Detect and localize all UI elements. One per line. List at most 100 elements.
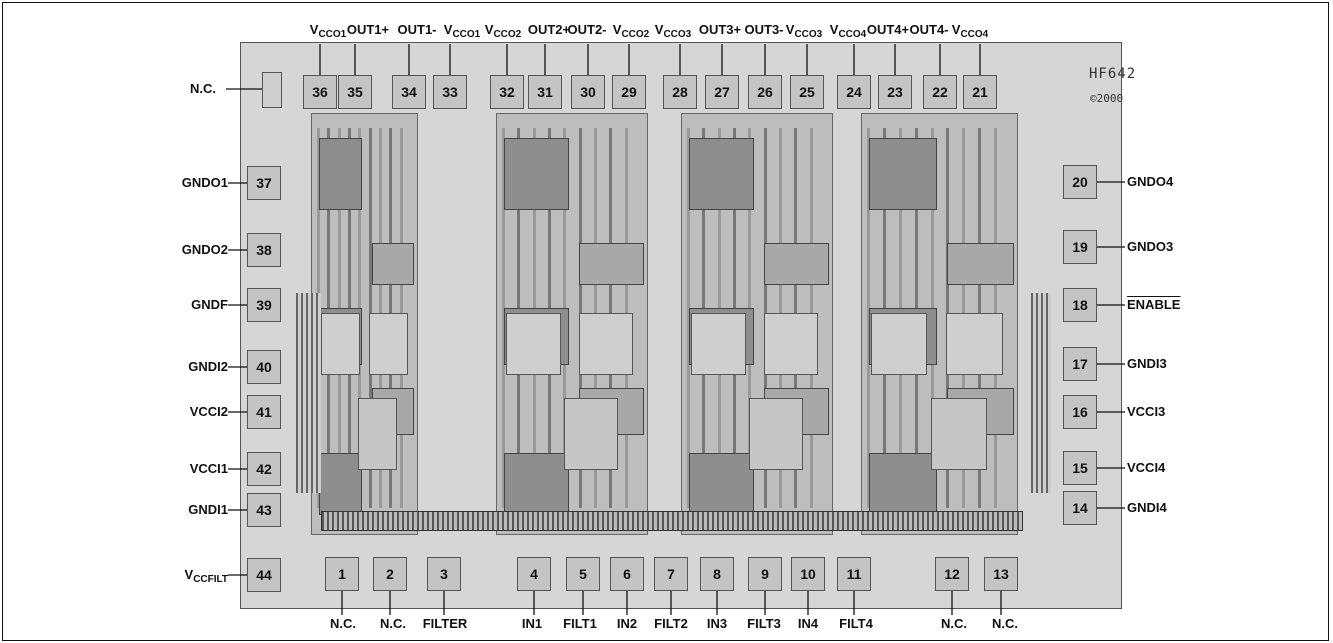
metal-trace: [867, 128, 870, 508]
pin-label-23: OUT4+: [866, 22, 910, 37]
transistor-block: [319, 453, 362, 515]
right-pad-15: 15: [1063, 451, 1097, 485]
pin-label-22: OUT4-: [909, 22, 949, 37]
top-pad-24: 24: [837, 75, 871, 109]
copyright-icon: ©: [1090, 92, 1097, 105]
pin-label-42: VCCI1: [189, 461, 228, 476]
top-pad-33: 33: [433, 75, 467, 109]
bottom-pad-4: 4: [517, 557, 551, 591]
top-pad-30: 30: [571, 75, 605, 109]
bottom-pad-11: 11: [837, 557, 871, 591]
pin-label-25: VCCO3: [785, 22, 823, 40]
left-pad-44: 44: [247, 558, 281, 592]
top-pad-26: 26: [748, 75, 782, 109]
pin-label-15: VCCI4: [1127, 460, 1166, 475]
pin-label-36: VCCO1: [309, 22, 347, 40]
transistor-block: [869, 453, 937, 515]
bottom-pad-8: 8: [700, 557, 734, 591]
top-pad-28: 28: [663, 75, 697, 109]
pin-label-41: VCCI2: [189, 404, 228, 419]
pin-label-33: VCCO1: [443, 22, 481, 40]
nc-pad-top: [262, 72, 282, 108]
pin-label-6: IN2: [616, 616, 638, 631]
bottom-pad-12: 12: [935, 557, 969, 591]
die-year: 2000: [1096, 92, 1124, 105]
capacitor-block: [321, 313, 360, 375]
pin-label-32: VCCO2: [484, 22, 522, 40]
top-pad-27: 27: [705, 75, 739, 109]
bottom-pad-3: 3: [427, 557, 461, 591]
capacitor-block: [368, 313, 408, 375]
pin-label-18: ENABLE: [1127, 297, 1181, 312]
transistor-block: [689, 138, 754, 210]
transistor-block: [946, 243, 1014, 285]
pin-label-28: VCCO3: [654, 22, 692, 40]
guard-ring: [296, 293, 321, 493]
bottom-pad-10: 10: [791, 557, 825, 591]
pin-label-2: N.C.: [380, 616, 406, 631]
transistor-block: [869, 138, 937, 210]
pin-label-38: GNDO2: [181, 242, 228, 257]
right-pad-14: 14: [1063, 491, 1097, 525]
bottom-pad-6: 6: [610, 557, 644, 591]
pin-label-31: OUT2+: [527, 22, 571, 37]
right-pad-18: 18: [1063, 288, 1097, 322]
bottom-pad-7: 7: [654, 557, 688, 591]
top-pad-21: 21: [963, 75, 997, 109]
pin-label-44: VCCFILT: [184, 567, 228, 585]
capacitor-block: [930, 398, 987, 470]
left-pad-39: 39: [247, 288, 281, 322]
left-pad-41: 41: [247, 395, 281, 429]
bottom-pad-5: 5: [566, 557, 600, 591]
capacitor-block: [506, 313, 561, 375]
pin-label-24: VCCO4: [829, 22, 867, 40]
right-pad-19: 19: [1063, 230, 1097, 264]
pin-label-37: GNDO1: [181, 175, 228, 190]
capacitor-block: [946, 313, 1003, 375]
bottom-pad-1: 1: [325, 557, 359, 591]
transistor-block: [319, 138, 362, 210]
capacitor-block: [871, 313, 928, 375]
guard-ring: [1031, 293, 1051, 493]
left-pad-40: 40: [247, 350, 281, 384]
top-pad-36: 36: [303, 75, 337, 109]
pin-label-16: VCCI3: [1127, 404, 1166, 419]
pin-label-13: N.C.: [992, 616, 1018, 631]
left-pad-37: 37: [247, 166, 281, 200]
transistor-block: [579, 243, 644, 285]
pin-label-34: OUT1-: [397, 22, 437, 37]
right-pad-17: 17: [1063, 347, 1097, 381]
bottom-pad-13: 13: [984, 557, 1018, 591]
left-pad-42: 42: [247, 452, 281, 486]
pin-label-10: IN4: [797, 616, 819, 631]
bus-lines: [321, 511, 1023, 531]
pin-label-11: FILT4: [839, 616, 873, 631]
pin-label-26: OUT3-: [744, 22, 784, 37]
pin-label-17: GNDI3: [1127, 356, 1167, 371]
pin-label-9: FILT3: [747, 616, 781, 631]
pin-label-39: GNDF: [191, 297, 228, 312]
pin-label-14: GNDI4: [1127, 500, 1167, 515]
pin-label-4: IN1: [521, 616, 543, 631]
capacitor-block: [763, 313, 818, 375]
transistor-block: [764, 243, 829, 285]
top-pad-31: 31: [528, 75, 562, 109]
pin-label-43: GNDI1: [188, 502, 228, 517]
transistor-block: [371, 243, 414, 285]
bottom-pad-9: 9: [748, 557, 782, 591]
capacitor-block: [563, 398, 618, 470]
pin-label-nc-top: N.C.: [190, 81, 216, 96]
top-pad-32: 32: [490, 75, 524, 109]
top-pad-29: 29: [612, 75, 646, 109]
metal-trace: [687, 128, 690, 508]
metal-trace: [502, 128, 505, 508]
pin-label-5: FILT1: [563, 616, 597, 631]
capacitor-block: [691, 313, 746, 375]
die-copyright: ©2000: [1090, 92, 1123, 105]
capacitor-block: [748, 398, 803, 470]
transistor-block: [504, 453, 569, 515]
pin-label-1: N.C.: [330, 616, 356, 631]
bottom-pad-2: 2: [373, 557, 407, 591]
